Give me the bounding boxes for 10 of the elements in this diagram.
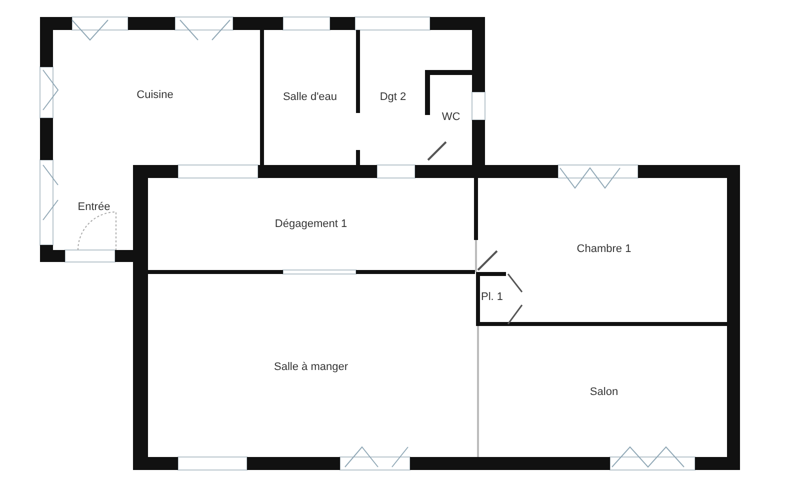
room-label: WC [442,110,460,126]
room-label: Chambre 1 [576,242,632,257]
room-label: Salle à manger [274,360,348,376]
room-label: Salon [590,384,618,400]
room-label: Salle d'eau [282,90,338,106]
room-label: Dégagement 1 [274,216,348,232]
room-label: Pl. 1 [480,290,503,305]
room-label: Cuisine [136,88,174,103]
room-label: Dgt 2 [380,90,406,106]
room-label: Entrée [78,200,110,216]
